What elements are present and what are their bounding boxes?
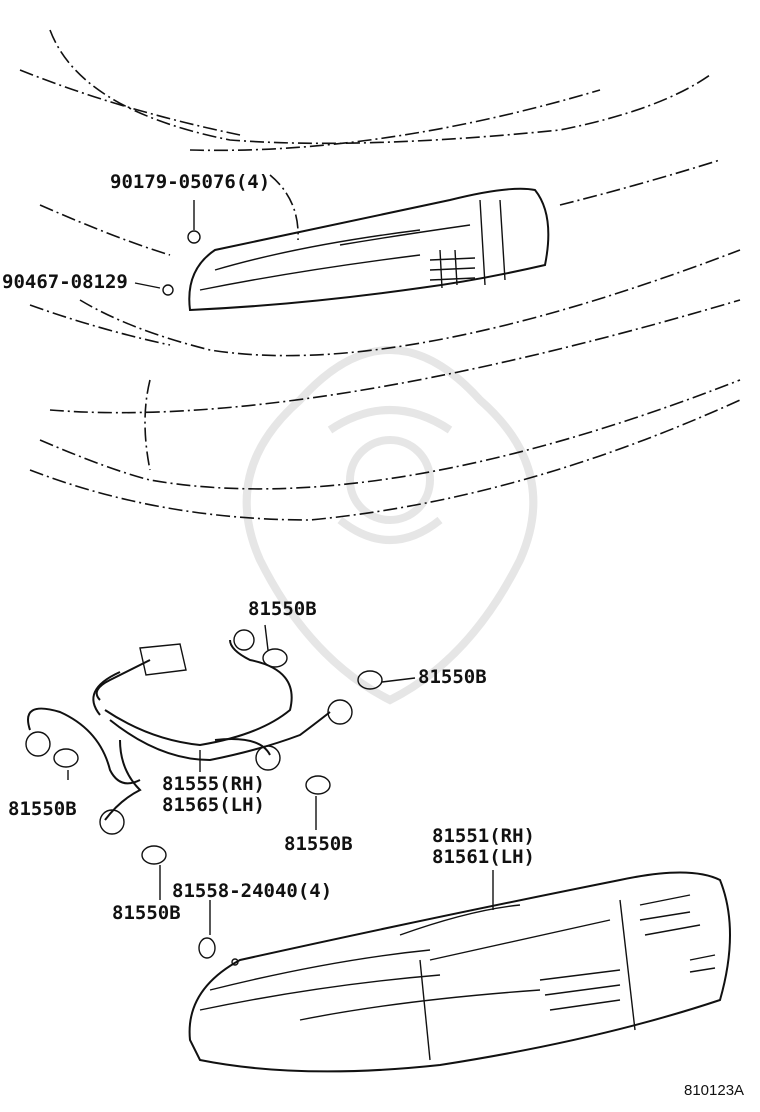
leader-lines — [67, 200, 494, 935]
tail-lamp-lower — [188, 871, 731, 1073]
fasteners — [162, 230, 239, 966]
wire-harness — [25, 629, 383, 865]
callout-81550b-top-left: 81550B — [248, 598, 317, 620]
callout-81555-rh: 81555(RH) — [162, 773, 265, 795]
watermark-emblem — [242, 346, 538, 705]
callout-81561-lh: 81561(LH) — [432, 846, 535, 868]
callout-81551-rh: 81551(RH) — [432, 825, 535, 847]
callout-81550b-right: 81550B — [418, 666, 487, 688]
callout-81565-lh: 81565(LH) — [162, 794, 265, 816]
callout-81550b-lower-mid: 81550B — [284, 833, 353, 855]
callout-81550b-left: 81550B — [8, 798, 77, 820]
car-body-outline — [19, 29, 741, 521]
callout-90179-05076: 90179-05076(4) — [110, 171, 271, 193]
tail-lamp-upper — [188, 187, 550, 312]
figure-id: 810123A — [684, 1082, 745, 1099]
callout-81550b-bottom: 81550B — [112, 902, 181, 924]
callout-90467-08129: 90467-08129 — [2, 271, 128, 293]
callout-81558-24040: 81558-24040(4) — [172, 880, 333, 902]
